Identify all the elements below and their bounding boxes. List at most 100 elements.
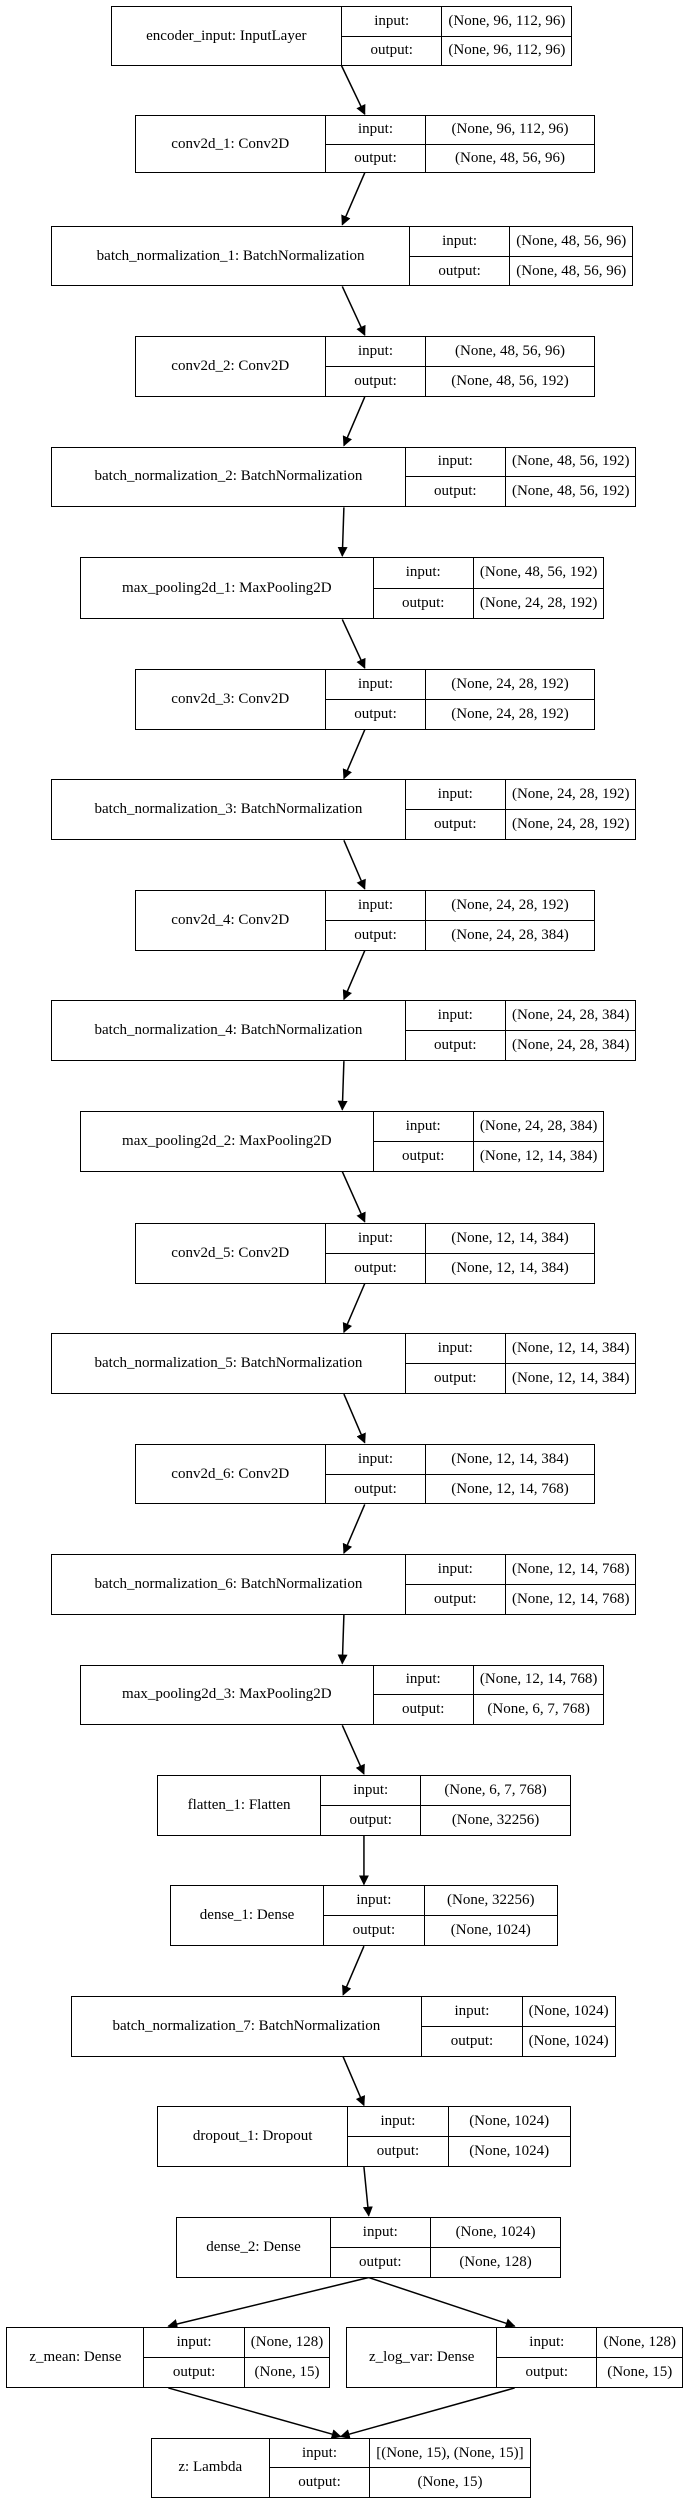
input-shape-value: [(None, 15), (None, 15)] (376, 2444, 524, 2461)
output-shape-value: (None, 1024) (528, 2032, 609, 2049)
input-shape-row: input:(None, 24, 28, 192) (406, 780, 636, 810)
input-key: input: (406, 447, 506, 477)
input-shape-value: (None, 96, 112, 96) (448, 12, 566, 29)
input-shape-value: (None, 24, 28, 384) (479, 1117, 598, 1134)
input-key: input: (374, 1111, 474, 1141)
input-shape-row: input:(None, 96, 112, 96) (326, 116, 594, 144)
input-shape-row: input:(None, 12, 14, 384) (326, 1444, 594, 1474)
input-key: input: (374, 557, 474, 588)
output-shape-row: output:(None, 24, 28, 384) (325, 919, 594, 950)
output-shape-row: output:(None, 48, 56, 96) (409, 255, 633, 286)
output-shape-row: output: (None, 15) (144, 2357, 330, 2387)
input-shape-row: input:(None, 12, 14, 384) (326, 1223, 594, 1253)
output-key: output: (348, 2137, 449, 2167)
edge-z-log-var-to-z (339, 2387, 515, 2439)
output-shape-value: (None, 48, 56, 96) (455, 149, 565, 166)
layer-label: dense_1: Dense (171, 1886, 325, 1946)
input-key: input: (270, 2438, 371, 2468)
output-key: output: (326, 1474, 427, 1504)
edge-conv2d-6-to-batch-normalization-6 (342, 1504, 366, 1555)
input-shape-value: (None, 1024) (528, 2002, 609, 2019)
input-key: input: (348, 2107, 449, 2137)
input-shape-value: (None, 1024) (455, 2223, 536, 2240)
input-shape-row: input: (None, 24, 28, 384) (374, 1111, 604, 1141)
layer-label: batch_normalization_1: BatchNormalizatio… (52, 226, 410, 286)
layer-label: batch_normalization_5: BatchNormalizatio… (52, 1334, 406, 1394)
output-shape-value: (None, 24, 28, 192) (451, 705, 569, 722)
layer-label: batch_normalization_2: BatchNormalizatio… (52, 447, 406, 507)
output-key: output: (331, 2247, 431, 2277)
output-shape-value: (None, 15) (254, 2364, 320, 2380)
edge-max-pooling2d-2-to-conv2d-5 (341, 1171, 366, 1223)
output-key: output: (406, 1364, 506, 1394)
output-shape-row: output: (None, 12, 14, 768) (405, 1584, 636, 1614)
input-shape-row: input:(None, 48, 56, 96) (410, 226, 632, 256)
layer-label: encoder_input: InputLayer (112, 7, 343, 65)
input-shape-row: input:(None, 24, 28, 192) (326, 670, 594, 699)
output-key: output: (270, 2468, 371, 2498)
output-shape-value: (None, 1024) (469, 2143, 550, 2160)
input-shape-row: input: [(None, 15), (None, 15)] (270, 2438, 530, 2468)
layer-node-batch-normalization-7: batch_normalization_7: BatchNormalizatio… (70, 1995, 616, 2057)
input-key: input: (406, 1001, 506, 1031)
output-shape-row: output:(None, 96, 112, 96) (342, 35, 572, 65)
input-shape-row: input:(None, 128) (497, 2328, 682, 2358)
input-shape-value: (None, 24, 28, 192) (451, 896, 569, 913)
output-shape-value: (None, 1024) (450, 1922, 531, 1939)
edge-conv2d-3-to-batch-normalization-3 (342, 729, 366, 780)
output-key: output: (326, 699, 427, 729)
output-shape-row: output:(None, 24, 28, 192) (405, 809, 636, 840)
input-shape-row: input: (None, 1024) (348, 2107, 569, 2137)
layer-node-batch-normalization-1: batch_normalization_1: BatchNormalizatio… (51, 225, 634, 287)
output-shape-row: output:(None, 24, 28, 384) (405, 1030, 636, 1061)
output-shape-row: output: (None, 12, 14, 768) (325, 1473, 594, 1504)
output-shape-value: (None, 48, 56, 192) (511, 483, 630, 500)
input-shape-row: input: (None, 24, 28, 384) (406, 1001, 636, 1031)
input-key: input: (374, 1665, 474, 1695)
input-key: input: (321, 1775, 422, 1805)
output-key: output: (324, 1916, 425, 1946)
edge-batch-normalization-5-to-conv2d-6 (343, 1393, 366, 1444)
layer-label: conv2d_1: Conv2D (136, 116, 326, 172)
input-shape-value: (None, 32256) (447, 1892, 535, 1909)
output-shape-value: (None, 15) (607, 2364, 673, 2380)
input-shape-row: input:(None, 48, 56, 192) (406, 447, 636, 477)
layer-node-batch-normalization-6: batch_normalization_6: BatchNormalizatio… (51, 1554, 637, 1615)
output-shape-row: output:(None, 24, 28, 192) (373, 587, 604, 619)
output-shape-value: (None, 12, 14, 384) (451, 1259, 569, 1276)
edge-batch-normalization-3-to-conv2d-4 (343, 839, 366, 890)
edge-max-pooling2d-3-to-flatten-1 (341, 1725, 365, 1775)
input-shape-value: (None, 12, 14, 768) (479, 1671, 598, 1688)
output-shape-value: (None, 24, 28, 384) (511, 1037, 630, 1054)
input-shape-row: input: (None, 12, 14, 768) (374, 1665, 604, 1695)
edge-dropout-1-to-dense-2 (362, 2167, 373, 2217)
output-shape-row: output:(None, 48, 56, 192) (325, 366, 594, 396)
input-shape-value: (None, 1024) (469, 2113, 550, 2130)
output-key: output: (374, 1695, 474, 1725)
input-shape-row: input:(None, 1024) (422, 1996, 614, 2026)
layer-label: max_pooling2d_1: MaxPooling2D (81, 557, 374, 619)
edge-encoder-input-to-conv2d-1 (340, 65, 366, 116)
layer-label: conv2d_3: Conv2D (136, 670, 326, 729)
edge-dense-2-to-z-log-var (368, 2276, 516, 2329)
output-shape-row: output:(None, 6, 7, 768) (373, 1694, 604, 1725)
input-shape-value: (None, 48, 56, 96) (455, 343, 565, 360)
output-shape-value: (None, 12, 14, 768) (511, 1590, 630, 1607)
output-shape-value: (None, 12, 14, 768) (451, 1480, 569, 1497)
output-key: output: (406, 1585, 506, 1614)
input-shape-value: (None, 24, 28, 384) (511, 1007, 630, 1024)
input-key: input: (326, 670, 427, 699)
output-key: output: (326, 920, 427, 950)
output-key: output: (144, 2358, 245, 2387)
input-key: input: (326, 1444, 427, 1474)
